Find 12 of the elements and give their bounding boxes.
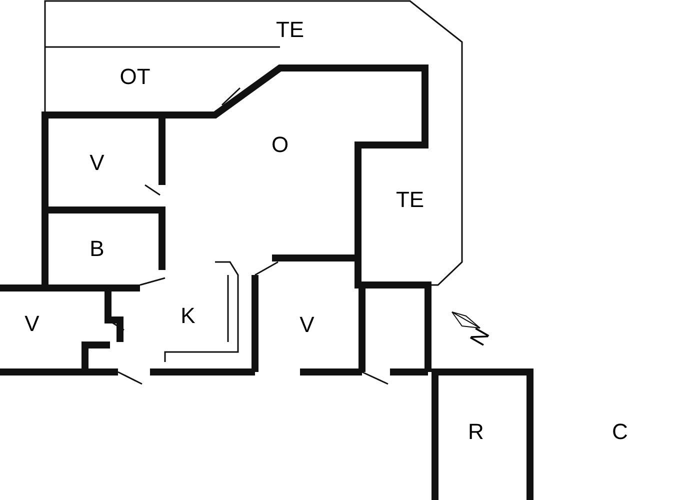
room-label: N <box>466 324 494 350</box>
room-label: OT <box>120 66 150 88</box>
room-label: V <box>24 313 40 335</box>
room-label: O <box>271 134 289 156</box>
room-label: V <box>300 314 314 336</box>
room-label: C <box>612 421 628 443</box>
room-label: K <box>180 305 196 327</box>
room-label: V <box>90 152 104 174</box>
room-label: TE <box>396 189 424 211</box>
room-label: R <box>468 421 484 443</box>
room-label: B <box>90 238 104 260</box>
room-label: TE <box>276 19 304 41</box>
